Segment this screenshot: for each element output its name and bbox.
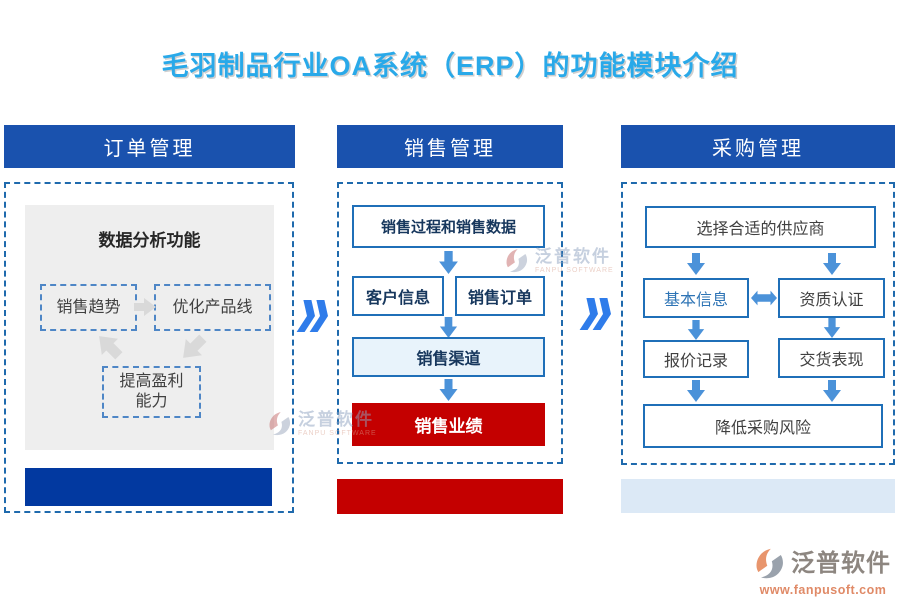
- fanpu-logo-icon: [269, 412, 291, 436]
- box-delivery-performance: 交货表现: [778, 338, 885, 378]
- watermark-brand: 泛普软件: [535, 247, 611, 266]
- node-sales-trend: 销售趋势: [40, 284, 137, 331]
- fanpu-logo-icon: [506, 249, 528, 273]
- down-arrow-icon: [687, 380, 705, 402]
- down-arrow-icon: [823, 318, 841, 338]
- purchase-module-header: 采购管理: [621, 125, 895, 168]
- sales-module-footer-bar: [337, 479, 563, 514]
- sales-module-header: 销售管理: [337, 125, 563, 168]
- order-module-footer-bar: [25, 468, 272, 506]
- down-arrow-icon: [439, 379, 458, 401]
- purchase-module-container: [621, 182, 895, 465]
- node-improve-profitability: 提高盈利能力: [102, 366, 201, 418]
- watermark-brand: 泛普软件: [298, 410, 374, 429]
- box-sales-channel: 销售渠道: [352, 337, 545, 377]
- watermark-brand-en: FANPU SOFTWARE: [298, 430, 377, 437]
- gray-right-arrow-icon: [134, 298, 156, 316]
- down-arrow-icon: [439, 317, 458, 338]
- fanpu-logo-icon: [756, 548, 783, 579]
- logo-url-text: www.fanpusoft.com: [759, 583, 887, 597]
- data-analysis-title: 数据分析功能: [98, 231, 201, 250]
- box-qualification: 资质认证: [778, 278, 885, 318]
- page-title: 毛羽制品行业OA系统（ERP）的功能模块介绍: [161, 51, 739, 81]
- box-reduce-purchase-risk: 降低采购风险: [643, 404, 883, 448]
- fanpu-logo: 泛普软件 www.fanpusoft.com: [752, 546, 894, 597]
- down-arrow-icon: [687, 320, 705, 340]
- down-arrow-icon: [823, 380, 841, 402]
- box-basic-info: 基本信息: [643, 278, 749, 318]
- double-chevron-icon: [296, 300, 329, 332]
- box-sales-process-data: 销售过程和销售数据: [352, 205, 545, 248]
- box-select-supplier: 选择合适的供应商: [645, 206, 876, 248]
- sales-module-container: [337, 182, 563, 464]
- box-sales-performance: 销售业绩: [352, 403, 545, 446]
- down-arrow-icon: [439, 251, 458, 274]
- double-chevron-icon: [579, 298, 611, 330]
- down-arrow-icon: [823, 253, 841, 275]
- purchase-module-footer-bar: [621, 479, 895, 513]
- watermark: 泛普软件 FANPU SOFTWARE: [503, 247, 614, 275]
- box-quote-record: 报价记录: [643, 340, 749, 378]
- box-sales-order: 销售订单: [455, 276, 545, 316]
- watermark-brand-en: FANPU SOFTWARE: [535, 267, 614, 274]
- logo-brand-text: 泛普软件: [791, 550, 891, 577]
- order-module-container: [4, 182, 294, 513]
- down-arrow-icon: [687, 253, 705, 275]
- node-optimize-product-line: 优化产品线: [154, 284, 271, 331]
- order-module-header: 订单管理: [4, 125, 295, 168]
- watermark: 泛普软件 FANPU SOFTWARE: [266, 410, 377, 438]
- box-customer-info: 客户信息: [352, 276, 444, 316]
- data-analysis-panel: [25, 205, 274, 450]
- gray-up-left-arrow-icon: [99, 336, 123, 360]
- double-headed-arrow-icon: [751, 290, 777, 306]
- gray-down-left-arrow-icon: [183, 334, 207, 358]
